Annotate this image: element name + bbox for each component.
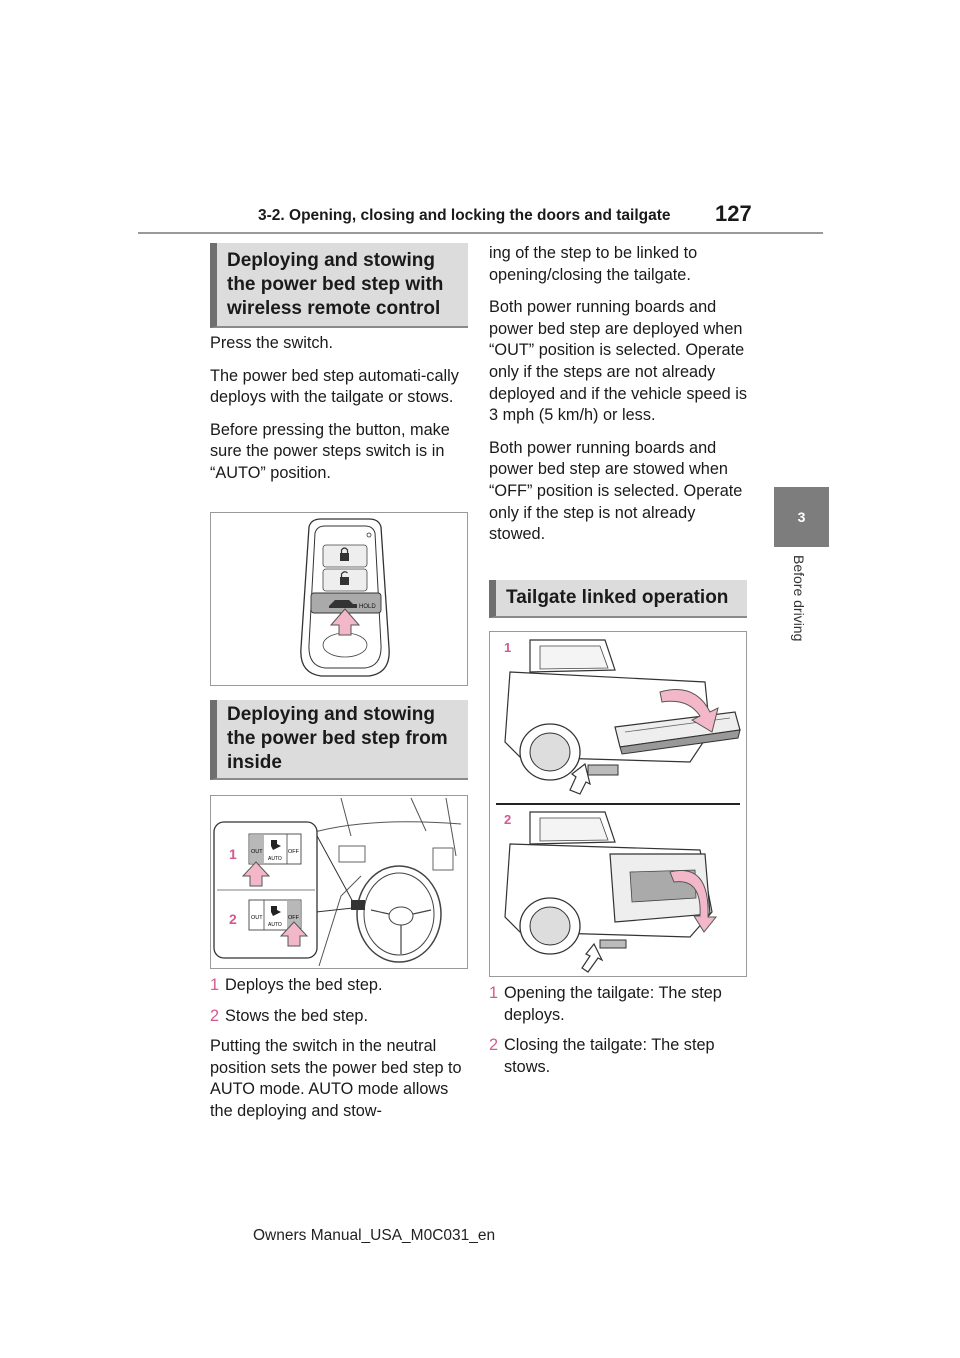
header-rule: [138, 232, 823, 234]
callout-1: 1: [229, 846, 237, 862]
running-header-title: 3-2. Opening, closing and locking the do…: [258, 207, 671, 224]
page-number: 127: [715, 201, 752, 226]
power-step-switch-1: OUT OFF AUTO: [248, 833, 302, 865]
switch-out-label: OUT: [251, 849, 263, 855]
truck-icon: [329, 600, 357, 608]
callout-2: 2: [504, 812, 511, 827]
unlock-icon: [340, 571, 349, 585]
truck-open-icon: [504, 639, 741, 781]
steering-wheel-icon: [356, 865, 442, 963]
key-fob-illustration: HOLD: [300, 518, 390, 677]
paragraph: Putting the switch in the neutral positi…: [210, 1037, 462, 1120]
list-number: 1: [210, 976, 220, 994]
tailgate-illustration: 1 2: [496, 639, 741, 973]
footer-manual-id: Owners Manual_USA_M0C031_en: [253, 1227, 496, 1244]
power-step-switch-2: OUT OFF AUTO: [248, 899, 302, 931]
callout-2: 2: [229, 911, 237, 927]
switch-off-label: OFF: [288, 849, 300, 855]
press-out-arrow-icon: [241, 861, 271, 887]
tailgate-close-arrow-icon: [669, 870, 718, 933]
list-item: 2 Stows the bed step.: [210, 1006, 472, 1028]
paragraph: Press the switch.: [210, 334, 334, 352]
list-item: 1 Deploys the bed step.: [210, 975, 472, 997]
step-deploy-arrow-icon: [569, 762, 591, 795]
chapter-label: Before driving: [791, 555, 807, 642]
list-text: Deploys the bed step.: [225, 976, 383, 994]
switch-out-label: OUT: [251, 915, 263, 921]
list-number: 2: [210, 1006, 220, 1025]
section-heading-remote: Deploying and stowing the power bed step…: [210, 243, 468, 328]
paragraph: ing of the step to be linked to opening/…: [489, 244, 698, 284]
figure-tailgate-operation: 1 2: [489, 631, 747, 977]
step-icon: [271, 906, 281, 916]
list-item: 1 Opening the tailgate: The step deploys…: [489, 983, 751, 1026]
figure-key-fob: HOLD: [210, 512, 468, 686]
list-text: Opening the tailgate: The step deploys.: [504, 984, 722, 1024]
paragraph: Both power running boards and power bed …: [489, 438, 743, 544]
section-heading-tailgate: Tailgate linked operation: [489, 580, 747, 618]
switch-auto-label: AUTO: [268, 856, 282, 862]
truck-closed-icon: [504, 811, 713, 955]
press-arrow-icon: [329, 608, 361, 636]
paragraph: Both power running boards and power bed …: [489, 298, 747, 425]
section-tailgate-text: 1 Opening the tailgate: The step deploys…: [489, 983, 751, 1087]
switch-auto-label: AUTO: [268, 922, 282, 928]
hold-label: HOLD: [359, 604, 376, 610]
paragraph: Before pressing the button, make sure th…: [210, 420, 450, 482]
chapter-tab: 3: [774, 487, 829, 547]
chapter-label-wrapper: Before driving: [790, 555, 810, 665]
switch-location-icon: [351, 900, 365, 910]
list-number: 1: [489, 984, 499, 1002]
lock-icon: [340, 547, 349, 561]
figure-dashboard-switch: OUT OFF AUTO 1 OUT OFF AUTO 2: [210, 795, 468, 969]
dashboard-illustration: OUT OFF AUTO 1 OUT OFF AUTO 2: [213, 797, 462, 967]
section-heading-inside: Deploying and stowing the power bed step…: [210, 700, 468, 780]
section-inside-text: 1 Deploys the bed step. 2 Stows the bed …: [210, 975, 472, 1134]
list-text: Closing the tailgate: The step stows.: [504, 1036, 715, 1076]
section-remote-text: Press the switch. The power bed step aut…: [210, 333, 472, 496]
paragraph: The power bed step automati-cally deploy…: [210, 366, 459, 407]
tailgate-open-arrow-icon: [659, 689, 719, 733]
list-item: 2 Closing the tailgate: The step stows.: [489, 1035, 751, 1078]
switch-off-label: OFF: [288, 915, 300, 921]
callout-1: 1: [504, 640, 511, 655]
list-number: 2: [489, 1036, 499, 1055]
step-icon: [271, 840, 281, 850]
step-stow-arrow-icon: [581, 942, 604, 973]
column2-text: ing of the step to be linked to opening/…: [489, 243, 751, 557]
list-text: Stows the bed step.: [225, 1006, 369, 1025]
press-off-arrow-icon: [279, 921, 309, 947]
